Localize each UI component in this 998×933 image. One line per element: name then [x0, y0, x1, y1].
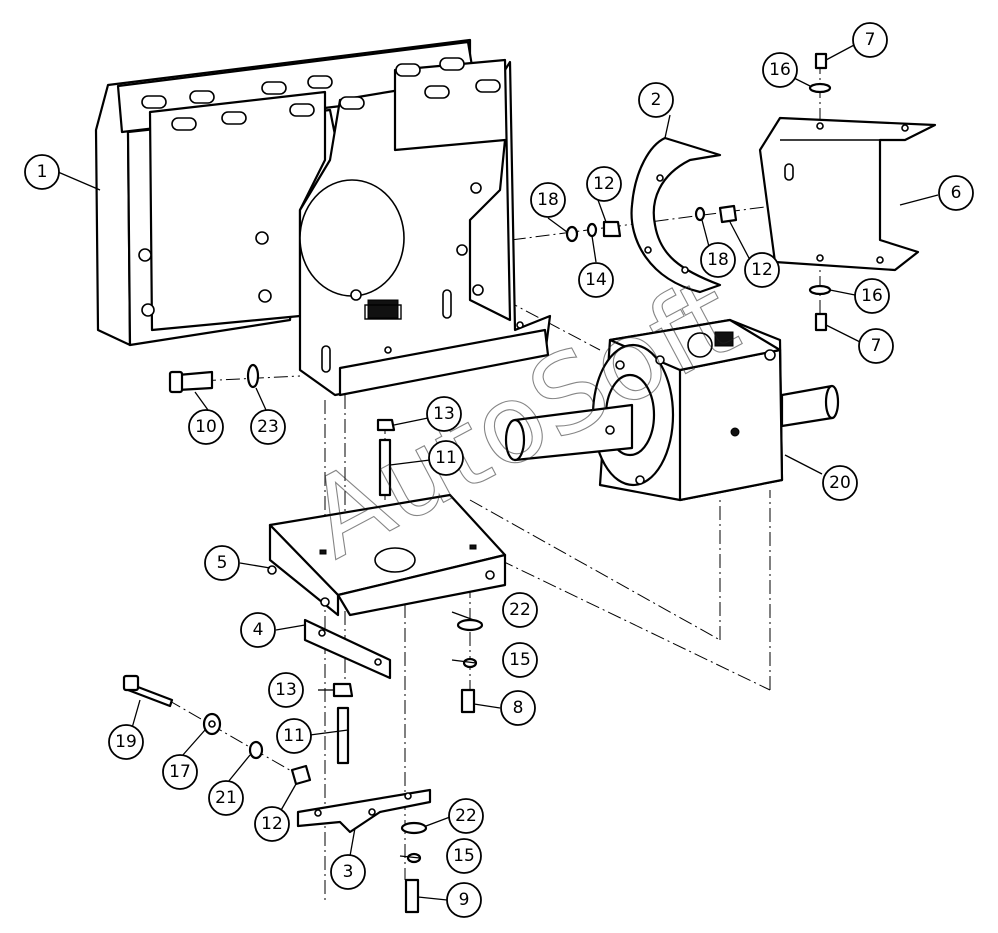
- part-2-curved-bracket: [630, 136, 722, 294]
- part-1-main-frame: [94, 38, 552, 397]
- callout-5: 5: [204, 545, 240, 581]
- callout-18-right: 18: [700, 242, 736, 278]
- callout-22-top: 22: [502, 592, 538, 628]
- callout-12-bottom: 12: [254, 806, 290, 842]
- fasteners: [122, 52, 832, 914]
- callout-17: 17: [162, 754, 198, 790]
- svg-text:2: 2: [651, 90, 662, 110]
- svg-text:16: 16: [861, 286, 883, 306]
- svg-text:17: 17: [169, 762, 191, 782]
- callout-15-bottom: 15: [446, 838, 482, 874]
- callout-13-bottom: 13: [268, 672, 304, 708]
- callout-leaders: [57, 43, 939, 901]
- svg-text:12: 12: [751, 260, 773, 280]
- callout-16-bottom: 16: [854, 278, 890, 314]
- callout-19: 19: [108, 724, 144, 760]
- callout-1: 1: [24, 154, 60, 190]
- part-3-bottom-strap: [296, 788, 432, 834]
- part-20-gearbox: [504, 318, 840, 502]
- callout-16-top: 16: [762, 52, 798, 88]
- callout-4: 4: [240, 612, 276, 648]
- svg-text:16: 16: [769, 60, 791, 80]
- callout-11-bottom: 11: [276, 718, 312, 754]
- svg-text:11: 11: [283, 726, 305, 746]
- svg-text:6: 6: [951, 183, 962, 203]
- svg-text:20: 20: [829, 473, 851, 493]
- callout-8: 8: [500, 690, 536, 726]
- callout-13-top: 13: [426, 396, 462, 432]
- callout-10: 10: [188, 409, 224, 445]
- svg-text:19: 19: [115, 732, 137, 752]
- callout-14: 14: [578, 262, 614, 298]
- svg-text:7: 7: [871, 336, 882, 356]
- svg-text:18: 18: [707, 250, 729, 270]
- svg-text:9: 9: [459, 890, 470, 910]
- callout-3: 3: [330, 854, 366, 890]
- svg-text:10: 10: [195, 417, 217, 437]
- svg-text:15: 15: [453, 846, 475, 866]
- svg-text:22: 22: [509, 600, 531, 620]
- callout-20: 20: [822, 465, 858, 501]
- svg-text:7: 7: [865, 30, 876, 50]
- svg-text:5: 5: [217, 553, 228, 573]
- callout-7-bottom: 7: [858, 328, 894, 364]
- svg-text:4: 4: [253, 620, 264, 640]
- callout-2: 2: [638, 82, 674, 118]
- svg-text:22: 22: [455, 806, 477, 826]
- svg-text:13: 13: [275, 680, 297, 700]
- svg-text:12: 12: [261, 814, 283, 834]
- callout-21: 21: [208, 780, 244, 816]
- callout-22-bottom: 22: [448, 798, 484, 834]
- callout-15-top: 15: [502, 642, 538, 678]
- callout-7-top: 7: [852, 22, 888, 58]
- part-6-cover: [758, 116, 937, 272]
- svg-text:11: 11: [435, 448, 457, 468]
- svg-text:15: 15: [509, 650, 531, 670]
- svg-text:1: 1: [37, 162, 48, 182]
- callout-6: 6: [938, 175, 974, 211]
- svg-text:12: 12: [593, 174, 615, 194]
- svg-text:18: 18: [537, 190, 559, 210]
- callout-12-top: 12: [586, 166, 622, 202]
- svg-text:8: 8: [513, 698, 524, 718]
- callout-9: 9: [446, 882, 482, 918]
- callout-12-right: 12: [744, 252, 780, 288]
- part-5-support-bracket: [267, 493, 507, 617]
- callout-18-left: 18: [530, 182, 566, 218]
- svg-text:13: 13: [433, 404, 455, 424]
- svg-text:23: 23: [257, 417, 279, 437]
- callout-23: 23: [250, 409, 286, 445]
- svg-text:21: 21: [215, 788, 237, 808]
- part-4-flat-bar: [303, 618, 392, 680]
- callout-bubbles: 1 2 3 4 5 6 7 7 8 9 10 11 11 12 12 12 13…: [24, 22, 974, 918]
- svg-text:14: 14: [585, 270, 607, 290]
- callout-11-top: 11: [428, 440, 464, 476]
- svg-text:3: 3: [343, 862, 354, 882]
